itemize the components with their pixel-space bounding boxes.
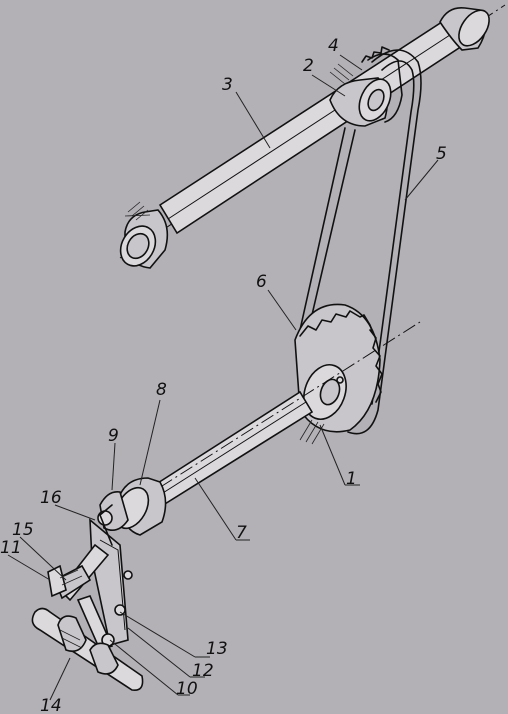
label-10: 10 — [176, 679, 198, 699]
label-12: 12 — [192, 661, 214, 681]
label-6: 6 — [256, 272, 267, 292]
label-8: 8 — [156, 380, 167, 400]
label-2: 2 — [303, 56, 314, 76]
label-16: 16 — [40, 488, 62, 508]
label-5: 5 — [436, 144, 447, 164]
label-13: 13 — [206, 639, 228, 659]
label-15: 15 — [12, 520, 34, 540]
label-11: 11 — [0, 538, 22, 558]
roller-shaft — [31, 607, 144, 692]
label-4: 4 — [328, 36, 339, 56]
coupling — [97, 477, 167, 536]
lower-sprocket — [294, 303, 383, 445]
label-9: 9 — [108, 426, 119, 446]
label-1: 1 — [346, 469, 357, 489]
upper-pulley — [329, 46, 403, 127]
upper-shaft — [119, 6, 490, 269]
belt — [299, 49, 422, 435]
lever-linkage — [47, 504, 133, 651]
label-7: 7 — [236, 523, 247, 543]
label-3: 3 — [222, 75, 233, 95]
leader-lines — [7, 54, 439, 701]
label-14: 14 — [40, 696, 62, 714]
